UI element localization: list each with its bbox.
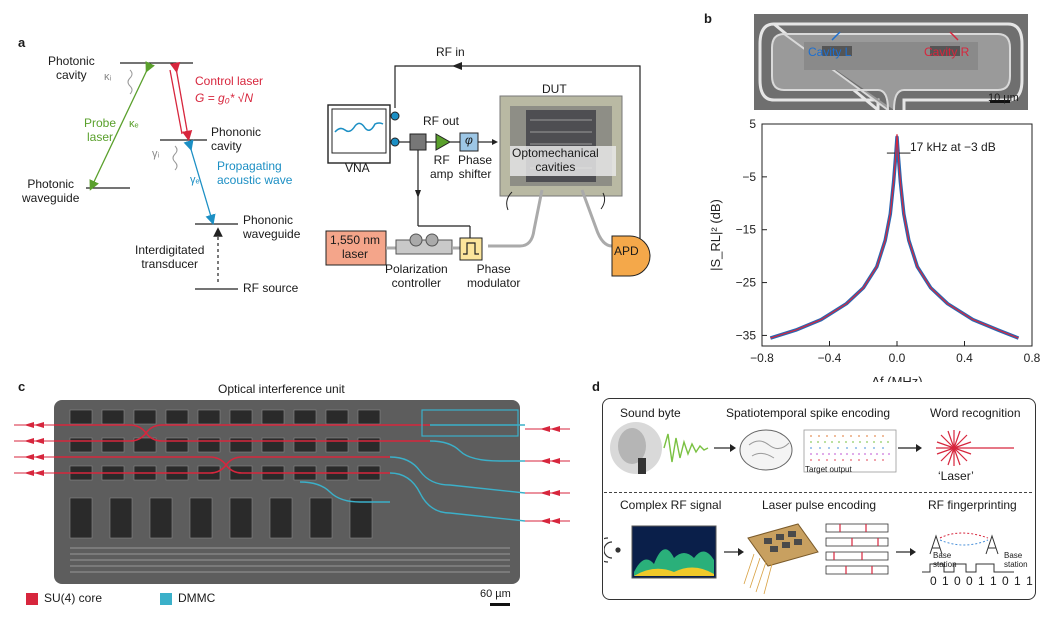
panel-label-d: d <box>592 379 600 394</box>
x-tick-label: 0.0 <box>889 351 906 365</box>
gamma-e-label: γₑ <box>190 174 200 186</box>
phi-symbol: φ <box>465 133 473 147</box>
legend-swatch-su4 <box>26 593 38 605</box>
x-axis-label: Δf (MHz) <box>871 374 922 382</box>
probe-laser-arrow <box>89 61 155 191</box>
energy-level-diagram <box>86 61 238 290</box>
word-recognition-label: Word recognition <box>930 406 1021 420</box>
rf-pipeline-graphic <box>604 523 1014 595</box>
laser-word-label: ‘Laser’ <box>938 469 974 483</box>
spike-encoding-label: Spatiotemporal spike encoding <box>726 406 891 420</box>
apd-label: APD <box>614 244 639 258</box>
rf-splitter-box <box>409 133 427 151</box>
cavity-r-label: Cavity R <box>924 45 970 59</box>
laser-pulse-label: Laser pulse encoding <box>762 498 877 512</box>
x-tick-label: −0.4 <box>818 351 842 365</box>
cavity-l-label: Cavity L <box>808 45 852 59</box>
dmmc-waveguides <box>299 409 526 522</box>
input-fiber <box>488 189 544 248</box>
sem-image <box>754 14 1028 110</box>
y-tick-label: −25 <box>736 276 757 290</box>
dut-label-bg <box>510 146 616 176</box>
kappa-i-label: κᵢ <box>104 71 112 83</box>
y-tick-label: −5 <box>742 170 756 184</box>
laser-box <box>325 230 387 266</box>
chip-scale-bar <box>490 603 510 606</box>
transmission-chart: −0.8 −0.4 0.0 0.4 0.8 5 −5 −15 −25 −35 Δf (MHz) |S_… <box>708 117 1041 382</box>
target-output-label: Target output <box>805 465 852 474</box>
panel-d-frame <box>602 398 1036 600</box>
panel-label-b: b <box>704 11 712 26</box>
rf-source-label: RF source <box>243 281 299 295</box>
oiu-chip-image <box>14 400 570 584</box>
x-tick-label: −0.8 <box>750 351 774 365</box>
vna-label: VNA <box>345 161 370 175</box>
bitstring-label: 0 1 0 0 1 1 0 1 1 <box>930 574 1034 588</box>
kappa-i-decay <box>127 69 133 95</box>
rf-in-label: RF in <box>436 45 465 59</box>
rf-fingerprinting-label: RF fingerprinting <box>928 498 1017 512</box>
experimental-setup <box>325 62 651 277</box>
coupling-formula: G = g₀* √N <box>195 91 253 105</box>
control-laser-label: Control laser <box>195 74 264 88</box>
panel-d-divider <box>604 492 1032 493</box>
y-tick-label: 5 <box>749 117 756 131</box>
propagating-wave-arrow <box>183 139 216 225</box>
vna-screen <box>331 108 387 154</box>
y-tick-label: −15 <box>736 223 757 237</box>
gamma-i-decay <box>172 145 178 171</box>
control-laser-arrow-2 <box>169 69 183 135</box>
linewidth-annotation: 17 kHz at −3 dB <box>910 140 996 154</box>
rf-in-line <box>394 65 641 248</box>
su4-waveguides <box>54 424 430 474</box>
rf-out-label: RF out <box>423 114 460 128</box>
y-tick-label: −35 <box>736 328 757 342</box>
control-laser-arrow <box>169 61 193 142</box>
x-tick-label: 0.4 <box>956 351 973 365</box>
legend-label-dmmc: DMMC <box>178 591 216 605</box>
sound-byte-label: Sound byte <box>620 406 681 420</box>
polarization-controller-icon <box>395 239 453 255</box>
x-tick-label: 0.8 <box>1024 351 1041 365</box>
apd-icon <box>611 235 651 277</box>
legend-swatch-dmmc <box>160 593 172 605</box>
legend-label-su4: SU(4) core <box>44 591 103 605</box>
panel-c-title: Optical interference unit <box>218 382 345 396</box>
gamma-i-label: γᵢ <box>152 148 160 160</box>
complex-rf-label: Complex RF signal <box>620 498 722 512</box>
panel-label-a: a <box>18 35 26 50</box>
phase-modulator-box <box>459 237 483 261</box>
kappa-e-label: κₑ <box>129 118 139 130</box>
vna-trace <box>334 122 384 133</box>
dut-label: DUT <box>542 82 567 96</box>
y-axis-label: |S_RL|² (dB) <box>708 199 723 271</box>
speech-pipeline-graphic <box>610 422 1014 474</box>
series-line-fit <box>770 134 1019 339</box>
sem-scale-label: 10 µm <box>988 92 1019 104</box>
chip-scale-label: 60 µm <box>480 588 511 600</box>
rf-amp-icon <box>435 133 452 151</box>
panel-label-c: c <box>18 379 26 394</box>
